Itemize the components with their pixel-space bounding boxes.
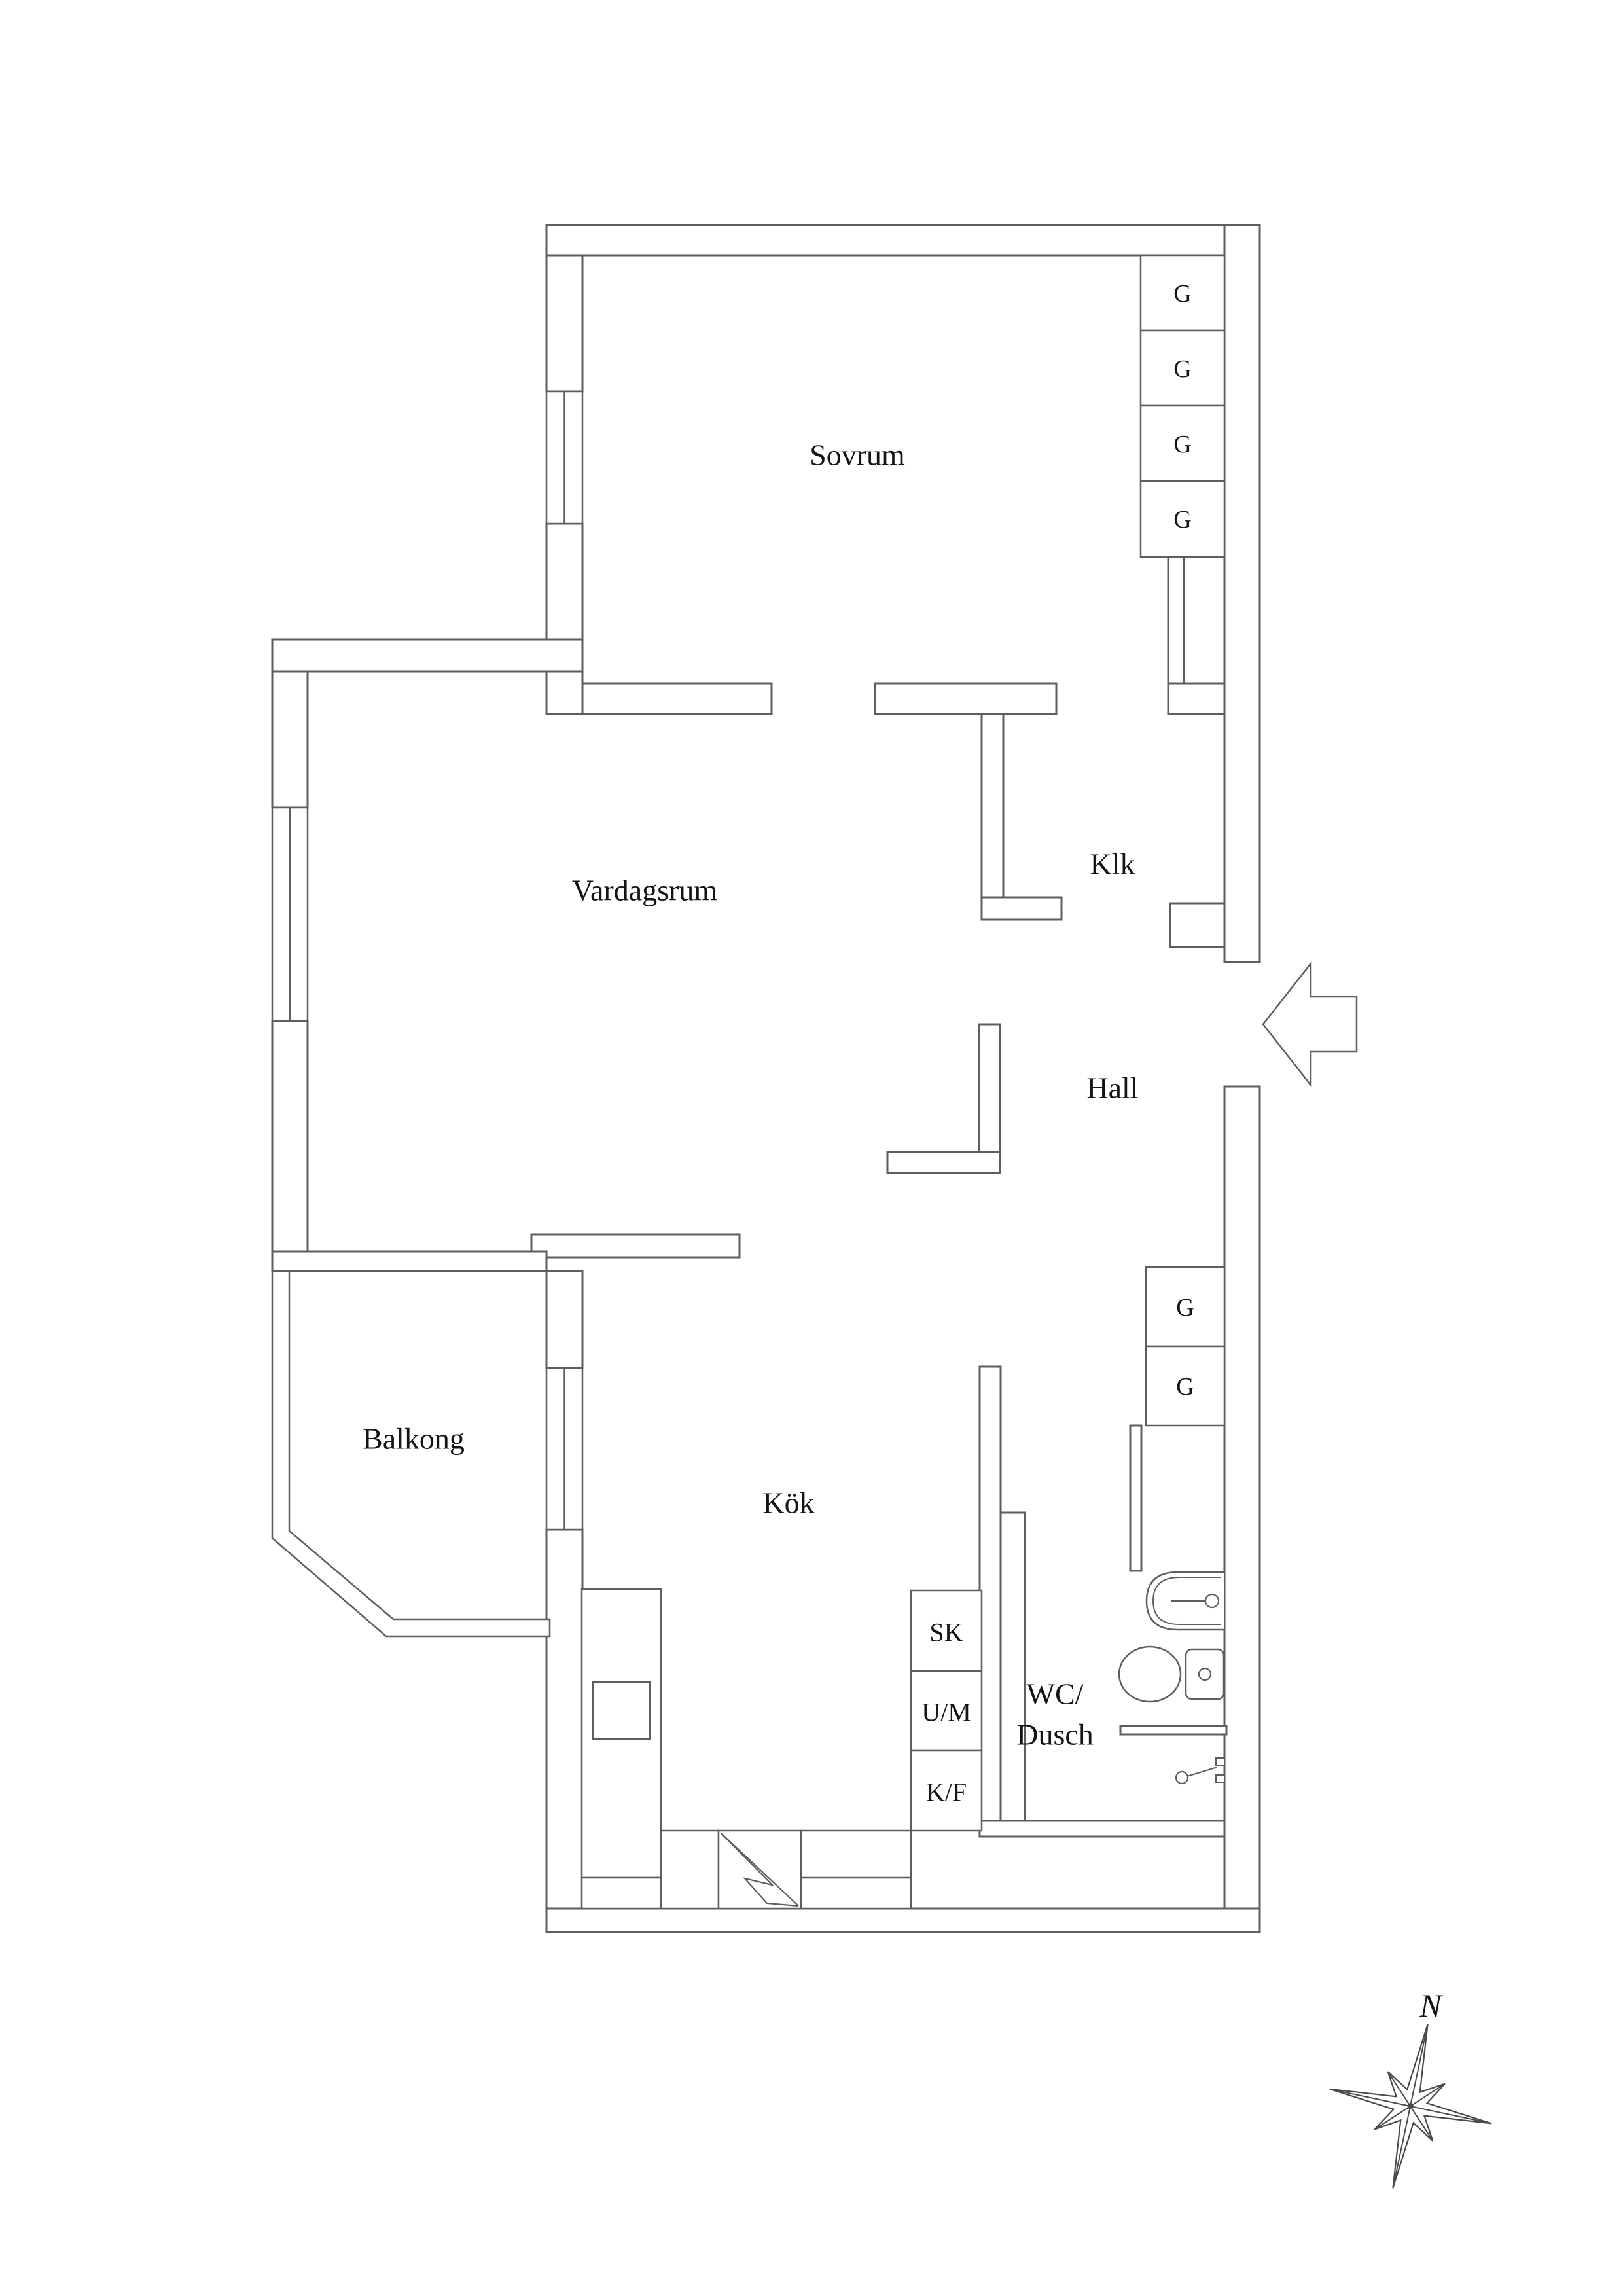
- room-label-wc-line1: WC/: [1027, 1677, 1084, 1711]
- kok-cabinet-um: [910, 1670, 983, 1752]
- wardrobe-label-g-sovrum-1: G: [1173, 280, 1191, 308]
- east-wall-lower: [1223, 1085, 1261, 1933]
- compass-spoke: [1410, 2106, 1434, 2142]
- room-label-sovrum: Sovrum: [810, 439, 905, 472]
- west-wall-lower: [271, 1020, 309, 1272]
- layer-compass: [1329, 2024, 1492, 2189]
- kok-wc-partition: [978, 1365, 1002, 1838]
- room-label-kok: Kök: [762, 1486, 814, 1520]
- wardrobe-label-g-hall-2: G: [1176, 1373, 1194, 1401]
- sovrum-west-upper: [545, 254, 584, 393]
- klk-t-stem: [980, 713, 1005, 921]
- cabinet-label-um: U/M: [921, 1698, 971, 1727]
- sovrum-south-wall: [581, 682, 773, 715]
- hall-l-wall: [978, 1023, 1001, 1174]
- wardrobe-g-hall-2: [1145, 1345, 1226, 1427]
- west-wall-upper: [271, 670, 309, 809]
- kok-west-lower: [545, 1528, 584, 1910]
- wc-faucet-icon: [1204, 1593, 1220, 1609]
- compass-spoke: [1410, 2024, 1429, 2107]
- layer-balcony: [271, 1270, 551, 1638]
- kok-counter-bottom-a: [660, 1829, 720, 1910]
- wardrobe-label-g-hall-1: G: [1176, 1294, 1194, 1321]
- wc-toilet-icon: [1198, 1667, 1212, 1681]
- north-wall: [545, 224, 1261, 257]
- wardrobe-g-sovrum-4: [1139, 480, 1226, 558]
- room-label-balkong: Balkong: [363, 1422, 465, 1456]
- wc-shower-mixer-icon: [1215, 1774, 1225, 1783]
- wc-shower-mixer-icon: [1215, 1757, 1225, 1766]
- wc-shower-mixer-icon: [1175, 1770, 1189, 1785]
- wc-south-wall: [978, 1820, 1226, 1838]
- cabinet-label-kf: K/F: [926, 1778, 967, 1807]
- kok-west-upper: [545, 1270, 584, 1369]
- kok-counter-bottom-b: [800, 1829, 912, 1910]
- balcony-top-wall: [271, 1250, 548, 1272]
- wc-entry-wall: [1129, 1424, 1143, 1572]
- kok-sink: [592, 1681, 651, 1740]
- klk-top-stub: [1167, 682, 1226, 715]
- kok-counter-left-base: [580, 1876, 662, 1910]
- room-label-wc-line2: Dusch: [1016, 1718, 1094, 1751]
- compass-spoke: [1374, 2106, 1411, 2130]
- wardrobe-label-g-sovrum-2: G: [1173, 355, 1191, 383]
- compass-spoke: [1387, 2071, 1411, 2107]
- room-label-klk: Klk: [1090, 848, 1135, 881]
- wardrobe-g-sovrum-1: [1139, 254, 1226, 332]
- compass-north-label: N: [1419, 1987, 1443, 2024]
- cabinet-label-sk: SK: [929, 1618, 963, 1647]
- klk-t-bar: [874, 682, 1058, 715]
- layer-windows: [271, 390, 584, 1531]
- south-wall: [545, 1907, 1261, 1933]
- room-label-hall: Hall: [1086, 1071, 1138, 1105]
- wardrobe-g-hall-1: [1145, 1266, 1226, 1348]
- kok-cabinet-sk: [910, 1589, 983, 1672]
- layer-labels: SovrumKlkVardagsrumHallBalkongKökWC/Dusc…: [363, 280, 1443, 2024]
- wc-shower-mixer-icon: [1186, 1766, 1218, 1778]
- hall-l-foot: [886, 1151, 1001, 1174]
- layer-fixtures: [1118, 1571, 1225, 1785]
- wardrobe-g-sovrum-2: [1139, 329, 1226, 407]
- entry-arrow-icon: [1262, 961, 1358, 1088]
- compass-spoke: [1392, 2106, 1411, 2189]
- compass-spoke: [1410, 2106, 1492, 2125]
- wc-toilet-icon: [1118, 1645, 1182, 1703]
- compass-spoke: [1410, 2083, 1446, 2107]
- room-label-vardagsrum: Vardagsrum: [572, 874, 717, 907]
- layer-furniture: [580, 254, 1226, 1910]
- compass-spoke: [1329, 2088, 1411, 2107]
- wc-west-jamb: [999, 1511, 1026, 1822]
- entry-stub: [1169, 902, 1226, 948]
- wardrobe-label-g-sovrum-3: G: [1173, 431, 1191, 458]
- klk-connector: [1167, 556, 1185, 685]
- kok-cabinet-kf: [910, 1749, 983, 1832]
- klk-t-foot: [980, 896, 1063, 921]
- vardagsrum-south-wall: [530, 1233, 741, 1259]
- shower-screen: [1119, 1725, 1228, 1736]
- sovrum-west-lower: [545, 522, 584, 715]
- layer-arrow: [1262, 961, 1358, 1088]
- stove-bolt-icon: [721, 1833, 799, 1907]
- layer-walls: [271, 224, 1261, 1933]
- compass-center-dot: [1407, 2103, 1414, 2109]
- west-jog-wall: [271, 638, 584, 673]
- wardrobe-g-sovrum-3: [1139, 404, 1226, 482]
- balcony-railing: [271, 1270, 551, 1638]
- wardrobe-label-g-sovrum-4: G: [1173, 506, 1191, 533]
- east-wall-upper: [1223, 224, 1261, 963]
- wc-sink-icon: [1152, 1577, 1221, 1625]
